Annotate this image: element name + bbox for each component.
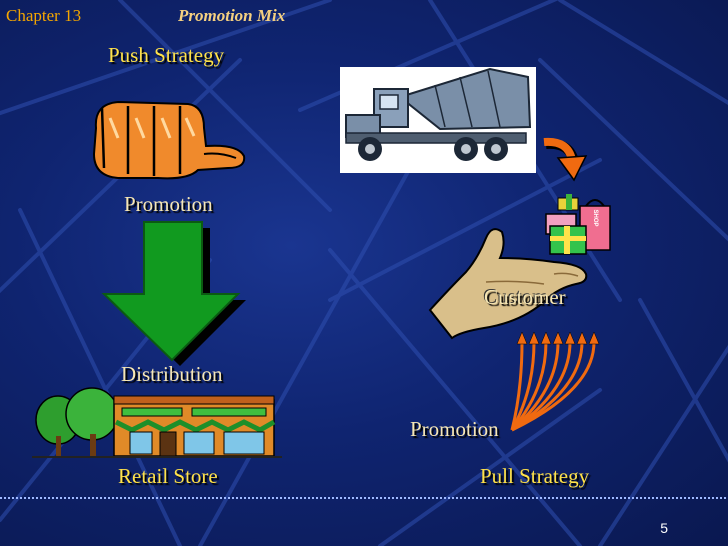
chapter-label: Chapter 13 bbox=[6, 6, 81, 26]
fanning-arrows-icon bbox=[500, 330, 612, 432]
distribution-label: Distribution bbox=[121, 362, 223, 387]
push-promotion-label: Promotion bbox=[124, 192, 213, 217]
down-arrow-icon bbox=[100, 220, 246, 366]
slide-title: Promotion Mix bbox=[178, 6, 285, 26]
open-hand-icon bbox=[426, 218, 594, 340]
pull-strategy-heading: Pull Strategy bbox=[480, 464, 589, 489]
retail-store-label: Retail Store bbox=[118, 464, 218, 489]
push-strategy-heading: Push Strategy bbox=[108, 43, 224, 68]
curved-arrow-icon bbox=[540, 130, 590, 186]
dump-truck-icon bbox=[340, 67, 536, 173]
footer-divider bbox=[0, 497, 728, 499]
customer-label: Customer bbox=[484, 285, 566, 310]
pushing-fist-icon bbox=[88, 98, 248, 182]
page-number: 5 bbox=[660, 520, 668, 536]
retail-store-icon bbox=[32, 386, 284, 460]
pull-promotion-label: Promotion bbox=[410, 417, 499, 442]
